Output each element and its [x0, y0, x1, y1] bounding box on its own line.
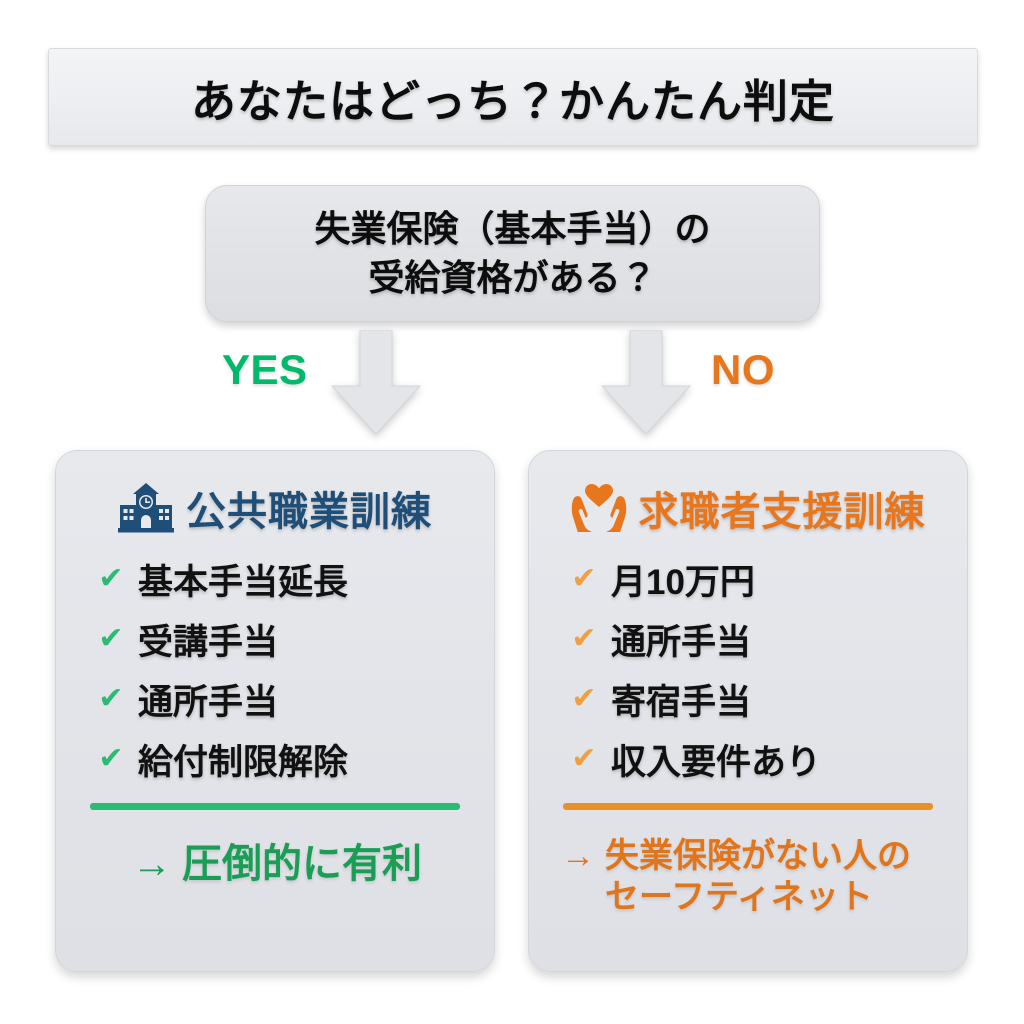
- list-item: ✔ 受講手当: [98, 609, 466, 669]
- list-item: ✔ 寄宿手当: [571, 669, 939, 729]
- decision-question-box: 失業保険（基本手当）の 受給資格がある？: [205, 185, 820, 322]
- branch-label-yes: YES: [222, 346, 308, 393]
- feature-label: 通所手当: [138, 682, 279, 722]
- card-public-vocational-training: 公共職業訓練 ✔ 基本手当延長 ✔ 受講手当 ✔ 通所手当 ✔ 給付制限解除 →: [55, 450, 495, 972]
- title-banner: あなたはどっち？かんたん判定: [48, 48, 978, 146]
- card-header-left: 公共職業訓練: [84, 477, 466, 539]
- list-item: ✔ 通所手当: [571, 609, 939, 669]
- decision-question-line-2: 受給資格がある？: [368, 256, 657, 298]
- card-footer-right: → 失業保険がない人の セーフティネット: [557, 836, 939, 919]
- feature-label: 基本手当延長: [138, 562, 349, 602]
- divider-left: [90, 803, 460, 810]
- divider-right: [563, 803, 933, 810]
- check-icon: ✔: [571, 742, 597, 775]
- card-conclusion-left: 圧倒的に有利: [182, 840, 422, 889]
- check-icon: ✔: [571, 682, 597, 715]
- school-building-icon: [118, 483, 174, 533]
- check-icon: ✔: [98, 682, 124, 715]
- check-icon: ✔: [98, 742, 124, 775]
- conclusion-line: セーフティネット: [605, 878, 873, 917]
- right-arrow-icon: →: [132, 842, 172, 886]
- check-icon: ✔: [571, 622, 597, 655]
- branch-label-no: NO: [711, 346, 775, 393]
- card-title-right: 求職者支援訓練: [638, 490, 926, 534]
- right-arrow-icon: →: [561, 837, 595, 875]
- feature-label: 受講手当: [138, 622, 279, 662]
- card-conclusion-right: 失業保険がない人の セーフティネット: [605, 836, 911, 919]
- list-item: ✔ 給付制限解除: [98, 729, 466, 789]
- feature-list-left: ✔ 基本手当延長 ✔ 受講手当 ✔ 通所手当 ✔ 給付制限解除: [84, 549, 466, 789]
- card-header-right: 求職者支援訓練: [557, 477, 939, 539]
- check-icon: ✔: [98, 622, 124, 655]
- hands-holding-heart-icon: [571, 483, 627, 533]
- list-item: ✔ 基本手当延長: [98, 549, 466, 609]
- conclusion-line: 圧倒的に有利: [182, 842, 422, 886]
- down-arrow-icon-no: [600, 330, 692, 435]
- feature-label: 月10万円: [611, 562, 755, 602]
- list-item: ✔ 通所手当: [98, 669, 466, 729]
- card-job-seeker-support-training: 求職者支援訓練 ✔ 月10万円 ✔ 通所手当 ✔ 寄宿手当 ✔ 収入要件あり →: [528, 450, 968, 972]
- decision-question-line-1: 失業保険（基本手当）の: [314, 208, 711, 250]
- card-title-left: 公共職業訓練: [186, 490, 432, 534]
- check-icon: ✔: [571, 562, 597, 595]
- conclusion-line: 失業保険がない人の: [605, 837, 911, 875]
- list-item: ✔ 収入要件あり: [571, 729, 939, 789]
- feature-label: 給付制限解除: [138, 742, 349, 782]
- list-item: ✔ 月10万円: [571, 549, 939, 609]
- card-footer-left: → 圧倒的に有利: [84, 840, 466, 889]
- down-arrow-icon-yes: [330, 330, 422, 435]
- feature-label: 通所手当: [611, 622, 752, 662]
- check-icon: ✔: [98, 562, 124, 595]
- page-title: あなたはどっち？かんたん判定: [190, 75, 835, 127]
- feature-label: 収入要件あり: [611, 742, 822, 782]
- feature-label: 寄宿手当: [611, 682, 752, 722]
- feature-list-right: ✔ 月10万円 ✔ 通所手当 ✔ 寄宿手当 ✔ 収入要件あり: [557, 549, 939, 789]
